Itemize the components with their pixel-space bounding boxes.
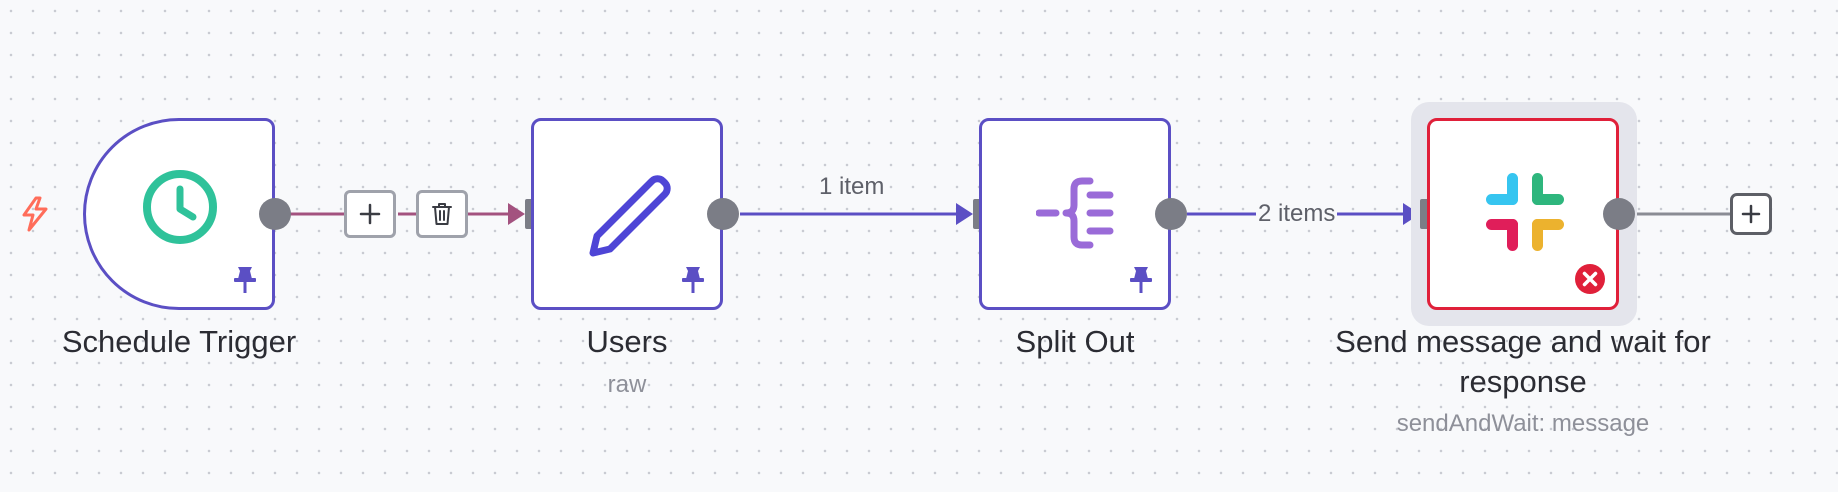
node-title: Users [586, 324, 668, 359]
output-handle[interactable] [707, 198, 739, 230]
output-handle[interactable] [259, 198, 291, 230]
trash-icon [432, 203, 452, 225]
arrowhead-icon [508, 203, 525, 225]
add-node-button[interactable] [344, 190, 396, 238]
pencil-icon [589, 175, 671, 257]
clock-icon [143, 170, 217, 244]
pin-icon [234, 267, 256, 293]
plus-icon [1741, 204, 1761, 224]
output-handle[interactable] [1603, 198, 1635, 230]
output-handle[interactable] [1155, 198, 1187, 230]
arrowhead-icon [956, 203, 973, 225]
node-title: Split Out [1015, 324, 1135, 359]
node-send-message[interactable] [1427, 118, 1619, 310]
node-split-out[interactable] [979, 118, 1171, 310]
node-title: Schedule Trigger [61, 324, 297, 359]
node-subtitle: raw [607, 371, 647, 398]
split-out-icon [1036, 177, 1114, 249]
error-icon [1575, 264, 1605, 294]
delete-connection-button[interactable] [416, 190, 468, 238]
node-title: Send message and wait for response [1335, 324, 1711, 399]
slack-icon [1486, 173, 1564, 251]
node-subtitle: sendAndWait: message [1396, 410, 1650, 437]
pin-icon [1130, 267, 1152, 293]
connection-item-count: 1 item [817, 172, 887, 202]
node-schedule-trigger[interactable] [83, 118, 275, 310]
node-users[interactable] [531, 118, 723, 310]
add-next-node-button[interactable] [1730, 193, 1772, 235]
plus-icon [359, 203, 381, 225]
connection-item-count: 2 items [1256, 199, 1338, 229]
pin-icon [682, 267, 704, 293]
bolt-icon [22, 196, 48, 232]
